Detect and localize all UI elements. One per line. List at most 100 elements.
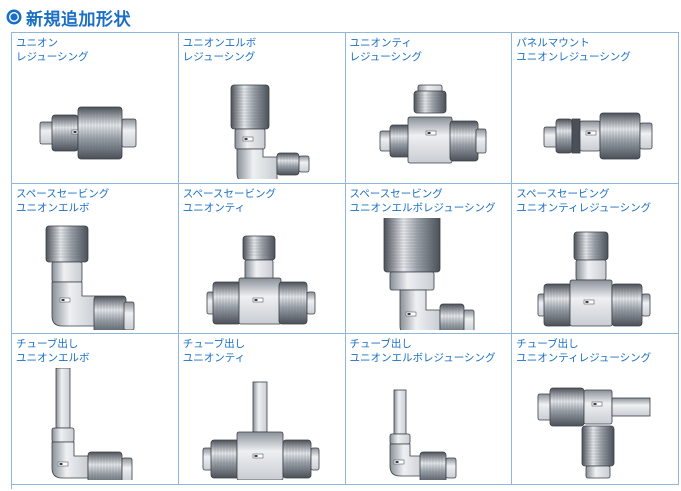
product-variant: ユニオンエルボレジューシング <box>349 202 496 214</box>
product-variant: レジューシング <box>182 51 256 63</box>
fitting-drawing <box>45 225 135 330</box>
marking-label <box>57 461 69 467</box>
product-cell[interactable]: スペースセービング ユニオンティ <box>178 184 346 334</box>
product-variant: ユニオンエルボレジューシング <box>349 352 496 364</box>
fitting-drawing <box>230 84 310 179</box>
fitting-drawing <box>389 389 456 480</box>
fitting-drawing <box>543 112 653 160</box>
marking-mark <box>254 455 258 457</box>
product-type: スペースセービング <box>516 188 610 200</box>
body-shape <box>475 128 486 154</box>
fitting-drawing <box>383 218 474 330</box>
panel-nut <box>571 118 581 154</box>
product-variant: レジューシング <box>349 51 423 63</box>
marking-label <box>59 297 71 303</box>
product-variant: ユニオンティレジューシング <box>516 202 652 214</box>
product-name: チューブ出し ユニオンティ <box>183 337 245 365</box>
tube-stub <box>252 381 268 433</box>
product-cell[interactable]: チューブ出し ユニオンティレジューシング <box>512 334 679 485</box>
product-name: スペースセービング ユニオンエルボレジューシング <box>350 187 496 215</box>
body-shape <box>445 457 456 479</box>
product-type: チューブ出し <box>16 338 79 350</box>
marking-label <box>592 401 603 407</box>
tube-stub <box>55 368 71 429</box>
elbow-body <box>399 289 440 330</box>
nut-shape <box>549 387 585 427</box>
product-type: チューブ出し <box>516 338 579 350</box>
elbow-body <box>51 441 89 479</box>
marking-mark <box>59 463 63 465</box>
marking-label <box>252 297 263 303</box>
body-shape <box>641 293 651 317</box>
product-cell[interactable]: パネルマウント ユニオンレジューシング <box>512 33 679 184</box>
nut-shape <box>276 152 300 176</box>
tube-stub <box>611 397 651 417</box>
body-shape <box>123 301 135 330</box>
body-shape <box>583 389 613 425</box>
body-shape <box>463 309 474 330</box>
marking-mark <box>244 138 248 140</box>
marking-label <box>425 130 436 136</box>
product-type: スペースセービング <box>349 188 443 200</box>
nut-shape <box>87 451 123 480</box>
body-shape <box>579 120 601 152</box>
product-cell[interactable]: ユニオンティ レジューシング <box>345 33 513 184</box>
nut-shape <box>282 439 312 479</box>
product-cell[interactable]: スペースセービング ユニオンエルボ <box>12 184 179 334</box>
marking-mark <box>61 299 65 301</box>
fitting-drawing <box>379 84 486 164</box>
product-cell[interactable]: チューブ出し ユニオンエルボ <box>12 334 179 485</box>
product-cell[interactable]: スペースセービング ユニオンエルボレジューシング <box>345 184 513 334</box>
elbow-body <box>51 281 97 327</box>
marking-mark <box>407 313 410 315</box>
body-shape <box>389 271 434 291</box>
product-type: スペースセービング <box>16 188 110 200</box>
product-variant: ユニオンティ <box>182 352 246 364</box>
product-cell[interactable]: チューブ出し ユニオンティ <box>178 334 346 485</box>
page-title: 新規追加形状 <box>26 9 131 30</box>
product-type: チューブ出し <box>349 338 412 350</box>
body-shape <box>244 259 274 281</box>
product-name: スペースセービング ユニオンティレジューシング <box>516 187 651 215</box>
body-shape <box>51 261 83 283</box>
body-shape <box>575 259 607 281</box>
marking-mark <box>587 132 591 134</box>
fitting-drawing <box>202 381 320 480</box>
product-variant: レジューシング <box>16 51 89 63</box>
product-type: チューブ出し <box>182 338 246 350</box>
fitting-drawing <box>206 235 316 325</box>
product-variant: ユニオンレジューシング <box>516 51 631 63</box>
product-variant: ユニオンエルボ <box>16 352 90 364</box>
marking-mark <box>73 131 77 133</box>
marking-label <box>393 459 404 465</box>
nut-shape <box>242 235 276 261</box>
nut-shape <box>611 283 643 327</box>
marking-mark <box>585 301 589 303</box>
page-header: 新規追加形状 <box>6 6 131 30</box>
body-shape <box>407 116 452 164</box>
product-name: チューブ出し ユニオンエルボレジューシング <box>350 337 496 365</box>
product-type: スペースセービング <box>182 188 276 200</box>
product-cell[interactable]: ユニオン レジューシング <box>12 33 179 184</box>
product-type: ユニオンティ <box>349 37 412 49</box>
body-shape <box>51 427 75 443</box>
elbow-body <box>389 443 424 477</box>
product-cell[interactable]: スペースセービング ユニオンティレジューシング <box>512 184 679 334</box>
marking-label <box>586 130 597 136</box>
body-shape <box>639 122 653 150</box>
circle-bullet-icon <box>6 9 22 25</box>
product-type: ユニオンエルボ <box>182 37 257 49</box>
product-cell[interactable]: ユニオンエルボ レジューシング <box>178 33 346 184</box>
nut-shape <box>439 303 464 330</box>
body-shape <box>310 447 320 471</box>
product-type: パネルマウント <box>516 37 590 49</box>
product-grid: ユニオン レジューシング ユニオンエルボ レジューシング ユニオンティ レジュー… <box>11 32 679 489</box>
fitting-drawing <box>51 368 133 480</box>
body-shape <box>121 457 133 480</box>
nut-shape <box>278 281 308 325</box>
body-shape <box>389 433 410 445</box>
body-shape <box>585 465 611 479</box>
marking-label <box>242 136 253 142</box>
product-cell[interactable]: チューブ出し ユニオンエルボレジューシング <box>345 334 513 485</box>
marking-mark <box>427 132 430 134</box>
